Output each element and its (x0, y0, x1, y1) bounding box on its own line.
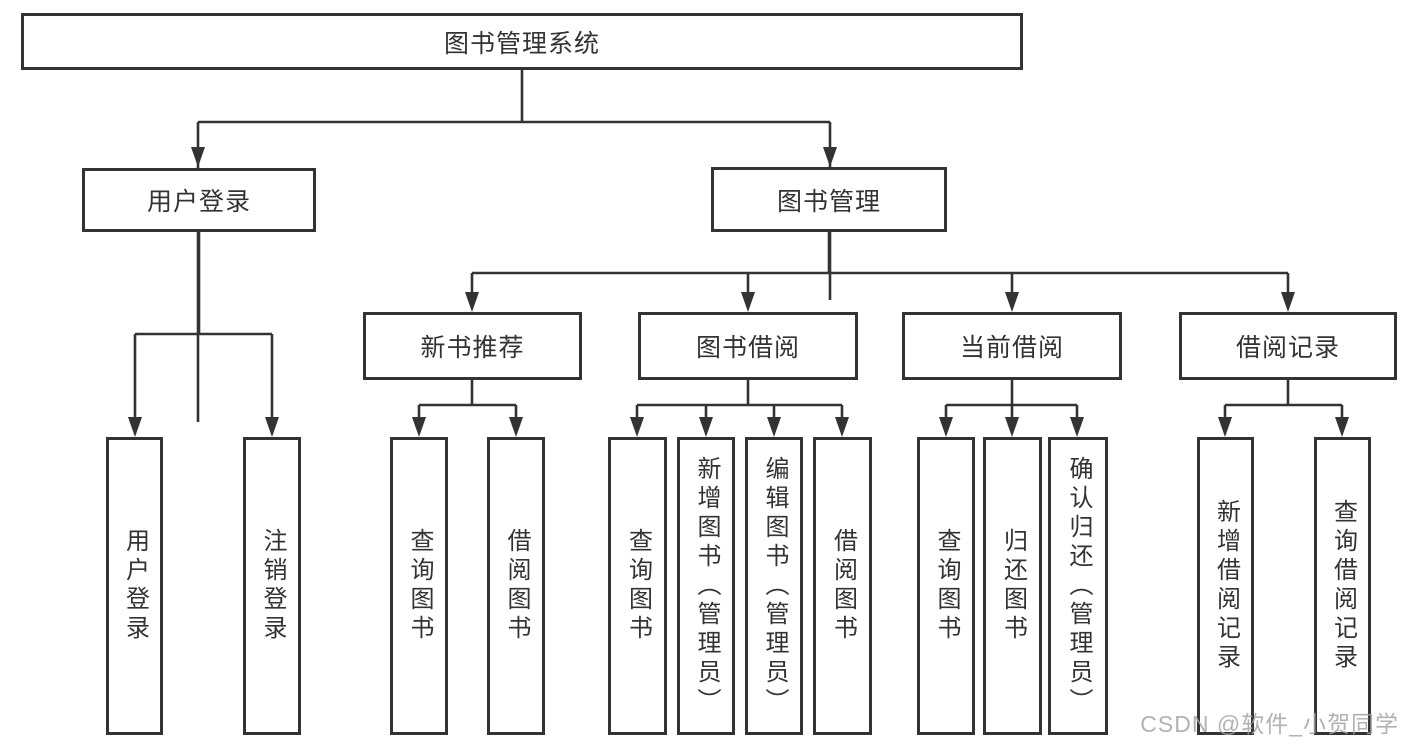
leaf-label: 借阅图书 (829, 528, 857, 644)
node-label: 图书管理系统 (443, 29, 600, 58)
leaf-add-book-admin: 新增图书（管理员） (677, 437, 735, 735)
arrow-leaf-query-books-3 (939, 417, 953, 437)
arrow-to-current-borrow (1005, 292, 1019, 312)
arrow-leaf-return-book (1005, 417, 1019, 437)
node-label: 新书推荐 (420, 334, 525, 362)
node-new-book-recommend: 新书推荐 (363, 312, 582, 380)
arrow-leaf-confirm-return (1070, 417, 1084, 437)
arrow-to-book-borrow (741, 292, 755, 312)
leaf-return-book: 归还图书 (983, 437, 1042, 735)
leaf-label: 查询图书 (406, 528, 433, 644)
leaf-query-borrow-record: 查询借阅记录 (1314, 437, 1371, 735)
leaf-label: 查询图书 (624, 528, 652, 644)
leaf-user-login: 用户登录 (106, 437, 163, 735)
leaf-label: 归还图书 (999, 528, 1027, 644)
arrow-leaf-logout (265, 417, 279, 437)
node-label: 借阅记录 (1235, 334, 1340, 362)
leaf-borrow-books-rec: 借阅图书 (487, 437, 545, 735)
leaf-label: 新增图书（管理员） (693, 455, 720, 717)
leaf-label: 用户登录 (121, 528, 149, 644)
node-current-borrow: 当前借阅 (902, 312, 1122, 380)
node-label: 图书借阅 (695, 334, 800, 362)
arrow-leaf-query-books-1 (412, 417, 426, 437)
arrow-leaf-user-login (128, 417, 142, 437)
leaf-label: 编辑图书（管理员） (761, 455, 788, 717)
leaf-edit-book-admin: 编辑图书（管理员） (745, 437, 803, 735)
node-label: 当前借阅 (959, 334, 1064, 362)
arrow-leaf-query-books-2 (630, 417, 644, 437)
arrow-to-new-book-rec (465, 292, 479, 312)
arrow-leaf-query-record (1335, 417, 1349, 437)
leaf-label: 注销登录 (259, 528, 286, 644)
leaf-label: 查询图书 (933, 528, 960, 644)
node-user-login: 用户登录 (82, 168, 316, 232)
arrow-leaf-add-record (1218, 417, 1232, 437)
node-library-management-system: 图书管理系统 (21, 13, 1023, 70)
leaf-logout: 注销登录 (243, 437, 301, 735)
arrow-leaf-borrow-books-1 (509, 417, 523, 437)
arrow-to-user-login (191, 147, 205, 167)
node-borrow-records: 借阅记录 (1179, 312, 1397, 380)
leaf-query-books-rec: 查询图书 (390, 437, 448, 735)
leaf-query-books-current: 查询图书 (917, 437, 975, 735)
leaf-label: 借阅图书 (503, 528, 530, 644)
leaf-label: 确认归还（管理员） (1065, 455, 1092, 717)
arrow-to-book-management (823, 147, 837, 167)
arrowheads (128, 147, 1349, 437)
leaf-borrow-books: 借阅图书 (813, 437, 872, 735)
leaf-query-books-borrow: 查询图书 (608, 437, 667, 735)
leaf-confirm-return-admin: 确认归还（管理员） (1048, 437, 1108, 735)
leaf-add-borrow-record: 新增借阅记录 (1197, 437, 1254, 735)
arrow-leaf-borrow-books-2 (835, 417, 849, 437)
leaf-label: 新增借阅记录 (1212, 499, 1240, 673)
arrow-to-borrow-records (1281, 292, 1295, 312)
leaf-label: 查询借阅记录 (1329, 499, 1357, 673)
node-label: 图书管理 (776, 187, 881, 216)
arrow-leaf-edit-book (767, 417, 781, 437)
csdn-watermark: CSDN @软件_小贺同学 (1140, 711, 1399, 737)
arrow-leaf-add-book (699, 417, 713, 437)
node-book-borrow: 图书借阅 (638, 312, 858, 380)
node-label: 用户登录 (146, 188, 251, 216)
node-book-management: 图书管理 (711, 167, 947, 232)
